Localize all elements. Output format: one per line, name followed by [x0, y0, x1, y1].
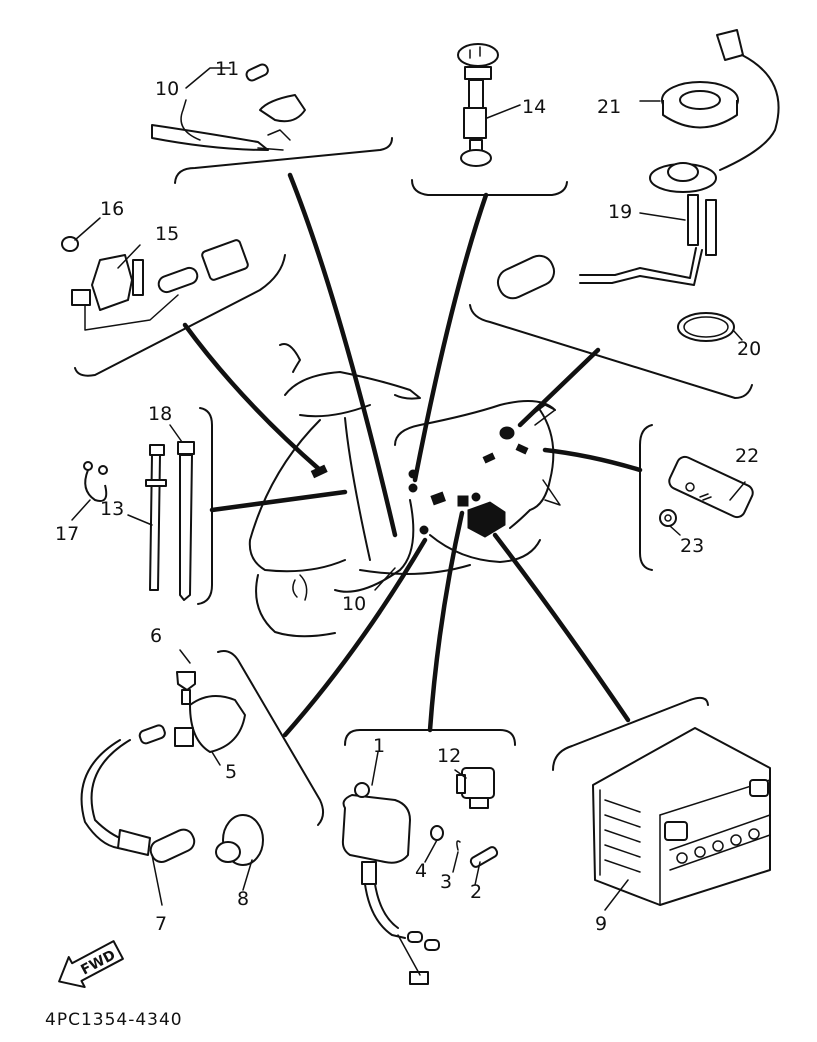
bracket-cable-ties [197, 407, 213, 605]
callout-6: 6 [150, 625, 162, 647]
callout-4: 4 [415, 860, 427, 882]
callout-12: 12 [437, 745, 461, 767]
callout-11: 11 [215, 58, 239, 80]
bracket-fuel-cock [411, 179, 568, 196]
part-switch [61, 236, 249, 331]
callout-8: 8 [237, 888, 249, 910]
part-wire-harness [151, 63, 306, 151]
callout-17: 17 [55, 523, 79, 545]
bracket-switch [74, 254, 286, 377]
bracket-coil [217, 650, 324, 826]
leader-battery [492, 532, 631, 723]
callout-1: 1 [373, 735, 385, 757]
reference-code: 4PC1354-4340 [45, 1010, 183, 1030]
leader-coil [282, 537, 428, 738]
callout-23: 23 [680, 535, 704, 557]
callout-18: 18 [148, 403, 172, 425]
callout-15: 15 [155, 223, 179, 245]
callout-22: 22 [735, 445, 759, 467]
leader-fuel-cock [412, 192, 489, 483]
bracket-fuel-sender [469, 304, 753, 399]
leader-ties [209, 489, 348, 513]
callout-leaders [71, 67, 746, 911]
part-ignition-coil [80, 671, 264, 866]
leader-harness [287, 172, 398, 538]
scooter-outline [248, 343, 561, 638]
callout-10-top: 10 [155, 78, 179, 100]
bracket-battery [552, 696, 709, 771]
part-fuel-sender [496, 29, 780, 342]
part-cdi-unit [341, 767, 499, 985]
leader-switch [182, 322, 323, 473]
callout-20: 20 [737, 338, 761, 360]
callout-3: 3 [440, 871, 452, 893]
bracket-reflector [639, 424, 653, 571]
callout-5: 5 [225, 761, 237, 783]
callout-2: 2 [470, 881, 482, 903]
part-fuel-cock [457, 43, 499, 167]
callout-13: 13 [100, 498, 124, 520]
callout-10-center: 10 [342, 593, 366, 615]
leader-cdi [427, 510, 465, 733]
callout-7: 7 [155, 913, 167, 935]
callout-21: 21 [597, 96, 621, 118]
part-cable-ties [83, 441, 195, 601]
forward-arrow-icon: FWD [58, 940, 124, 989]
callout-9: 9 [595, 913, 607, 935]
bracket-wire-harness [174, 137, 393, 184]
part-battery [592, 727, 771, 906]
callout-16: 16 [100, 198, 124, 220]
leader-reflector [542, 447, 643, 473]
callout-19: 19 [608, 201, 632, 223]
leader-fuel-sender [517, 347, 601, 428]
callout-14: 14 [522, 96, 546, 118]
part-reflector [659, 455, 754, 527]
